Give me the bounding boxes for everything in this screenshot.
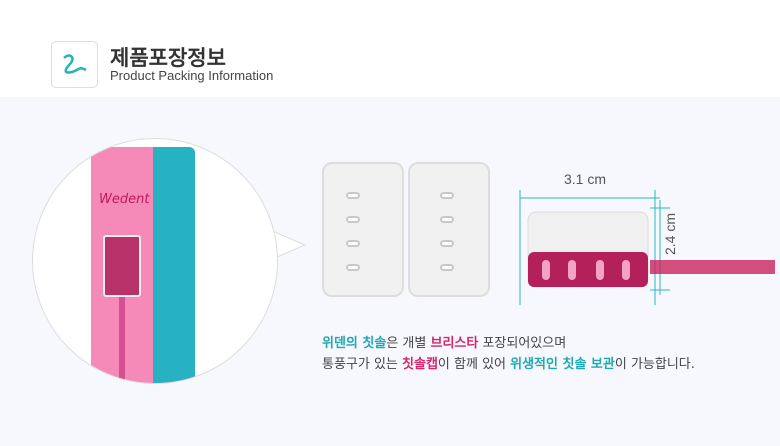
height-measurement: 2.4 cm: [662, 212, 678, 255]
highlight-text: 위생적인 칫솔 보관: [510, 357, 615, 372]
cap-right-half: [408, 162, 490, 297]
text-segment: 통풍구가 있는: [322, 357, 403, 372]
text-segment: 이 가능합니다.: [614, 357, 695, 372]
cap-left-half: [322, 162, 404, 297]
description-line-1: 위덴의 칫솔은 개별 브리스타 포장되어있으며: [322, 333, 695, 354]
logo-icon: [51, 41, 98, 88]
package-photo: Wedent: [32, 138, 278, 384]
page-title: 제품포장정보: [110, 46, 226, 70]
highlight-text: 칫솔캡: [402, 357, 438, 372]
brand-label: Wedent: [99, 192, 150, 207]
description-text: 위덴의 칫솔은 개별 브리스타 포장되어있으며 통풍구가 있는 칫솔캡이 함께 …: [322, 333, 695, 375]
text-segment: 포장되어있으며: [478, 336, 567, 351]
highlight-text: 브리스타: [430, 336, 479, 351]
blister-package: Wedent: [91, 147, 195, 383]
text-segment: 은 개별: [386, 336, 431, 351]
page-subtitle: Product Packing Information: [110, 68, 274, 83]
width-measurement: 3.1 cm: [564, 171, 607, 187]
highlight-text: 위덴의 칫솔: [322, 336, 387, 351]
text-segment: 이 함께 있어: [437, 357, 511, 372]
toothbrush-with-cap: [519, 190, 775, 305]
speech-pointer: [270, 229, 307, 261]
description-line-2: 통풍구가 있는 칫솔캡이 함께 있어 위생적인 칫솔 보관이 가능합니다.: [322, 354, 695, 375]
